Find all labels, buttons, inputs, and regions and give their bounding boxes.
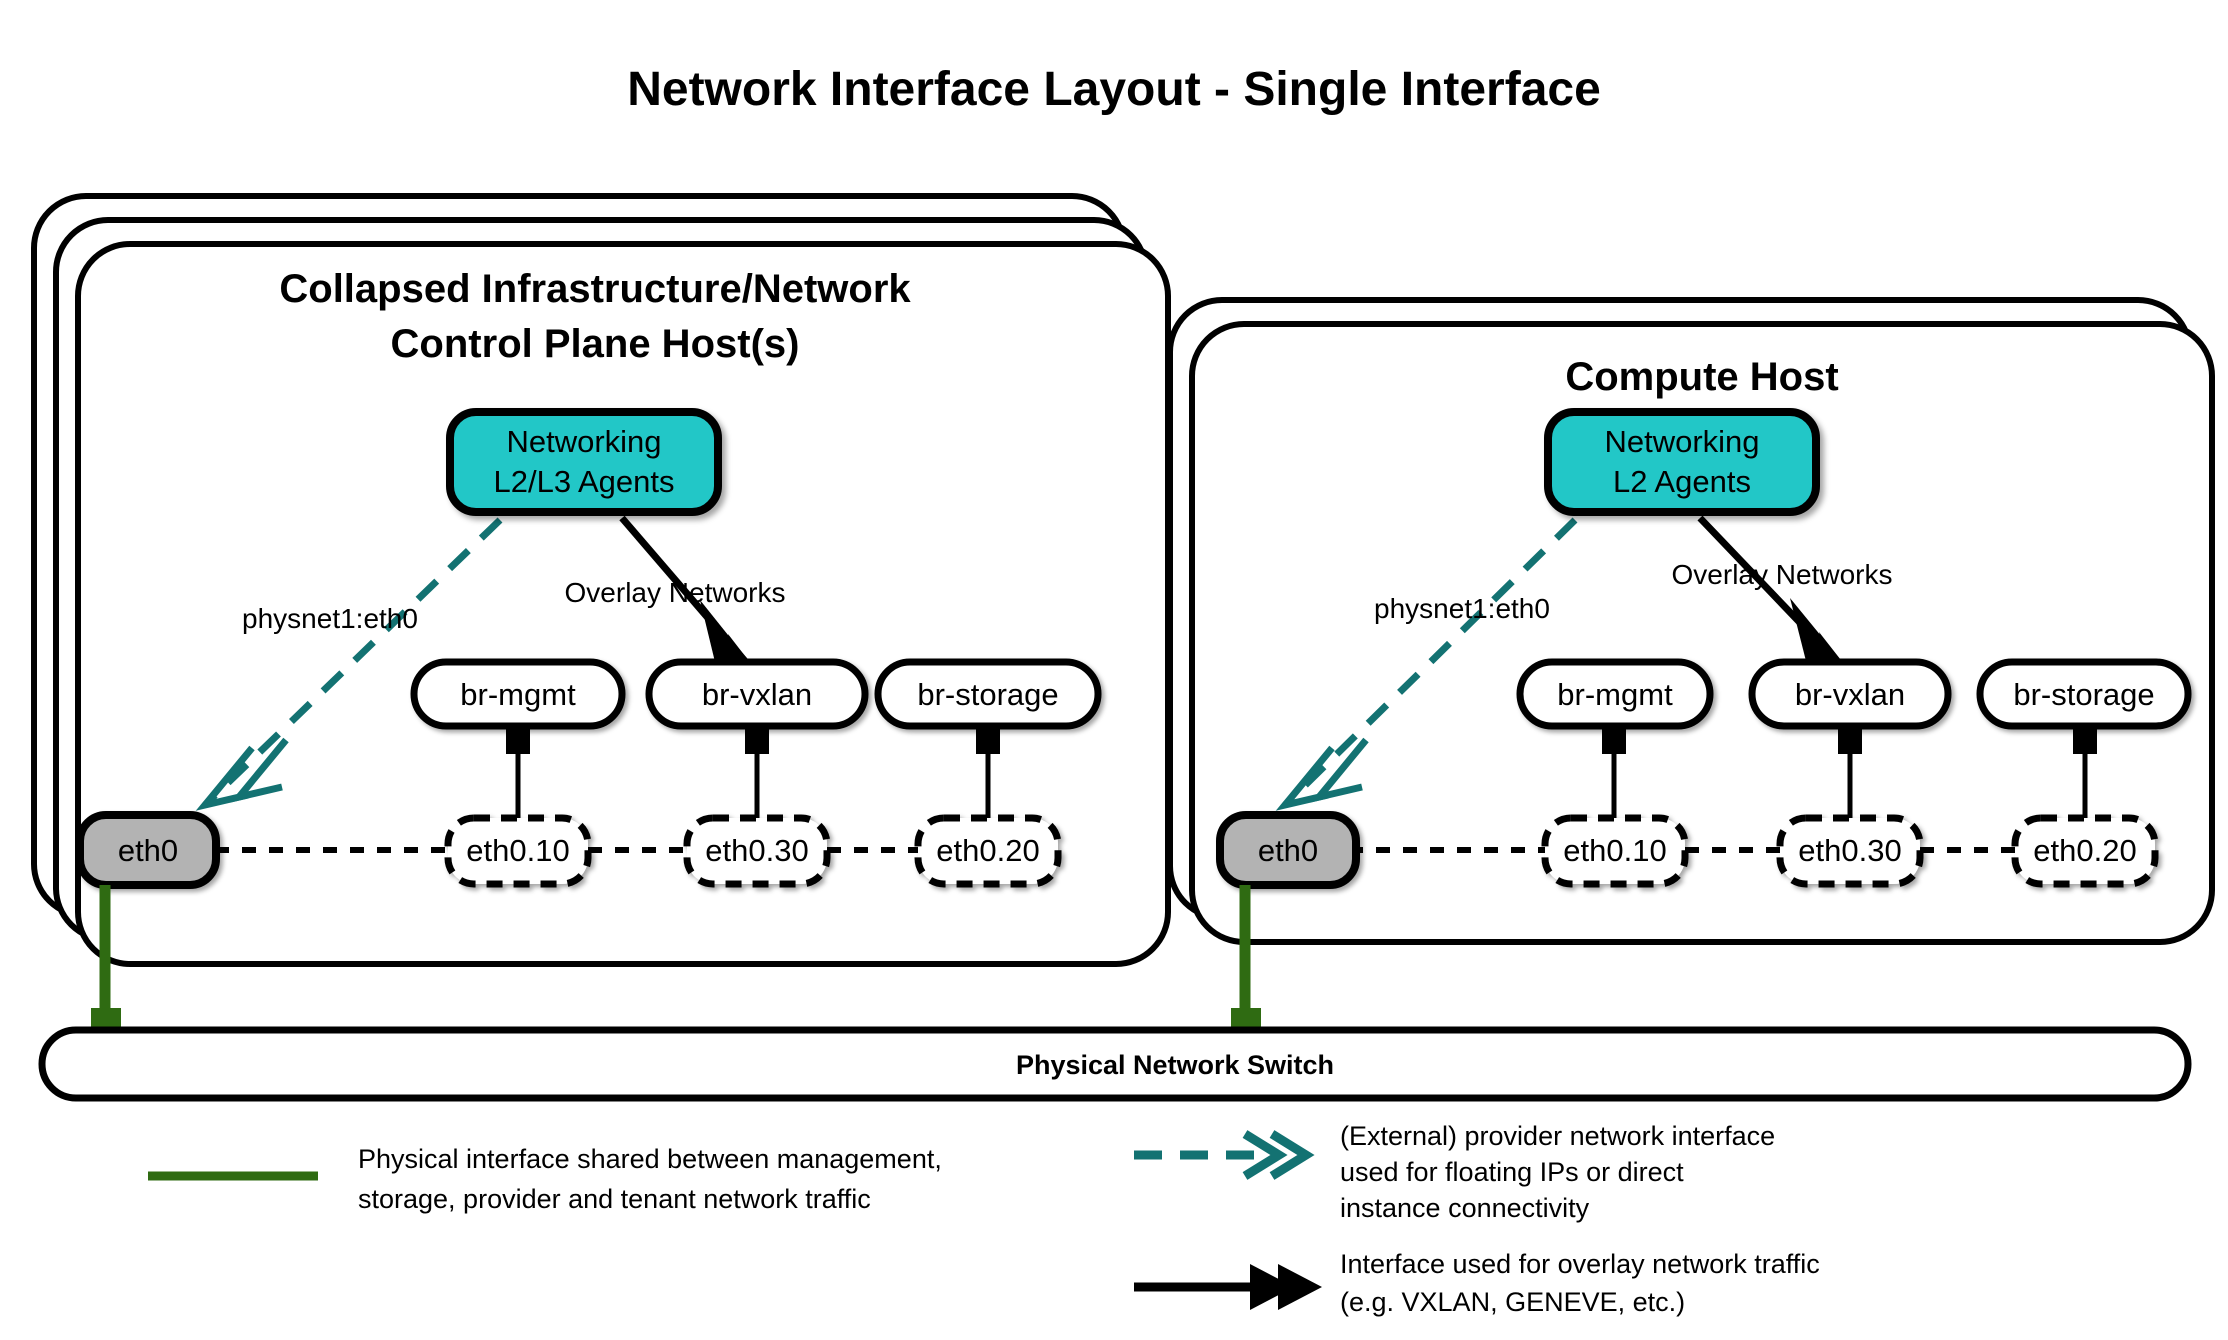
bridge-label: br-vxlan: [1795, 677, 1905, 712]
networking-agents-label-line2: L2 Agents: [1613, 464, 1751, 499]
legend-text-line: instance connectivity: [1340, 1193, 1590, 1223]
provider-network-link: [1282, 517, 1578, 808]
bridge-br-vxlan[interactable]: [645, 658, 869, 730]
provider-arrowhead-icon: [1275, 737, 1369, 811]
overlay-network-label: Overlay Networks: [565, 577, 786, 608]
legend-text-line: (External) provider network interface: [1340, 1121, 1775, 1151]
vlan-eth0-10[interactable]: [1541, 814, 1689, 888]
overlay-network-label: Overlay Networks: [1672, 559, 1893, 590]
host-stack-layer-front: [1189, 321, 2215, 945]
vlan-label: eth0.30: [1798, 833, 1901, 868]
nic-label: eth0: [118, 833, 178, 868]
legend-text-line: Interface used for overlay network traff…: [1340, 1249, 1820, 1279]
bridge-br-mgmt[interactable]: [410, 658, 626, 730]
bridge-br-storage[interactable]: [874, 658, 1102, 730]
host-title-line1: Collapsed Infrastructure/Network: [279, 267, 911, 311]
legend-item-provider-interface: (External) provider network interface us…: [1134, 1121, 1775, 1223]
provider-network-link: [202, 517, 503, 808]
vlan-eth0-10[interactable]: [444, 814, 592, 888]
legend-text-line: Physical interface shared between manage…: [358, 1144, 942, 1174]
bridge-label: br-vxlan: [702, 677, 812, 712]
vlan-eth0-30[interactable]: [683, 814, 831, 888]
legend-text-line: (e.g. VXLAN, GENEVE, etc.): [1340, 1287, 1685, 1317]
bridge-label: br-mgmt: [1557, 677, 1673, 712]
host-title-line2: Control Plane Host(s): [391, 322, 800, 366]
bridge-label: br-storage: [917, 677, 1058, 712]
bridge-label: br-storage: [2013, 677, 2154, 712]
physical-network-switch-label: Physical Network Switch: [1016, 1050, 1334, 1080]
bridge-br-mgmt[interactable]: [1516, 658, 1714, 730]
legend-overlay-arrowhead-icon: [1250, 1264, 1322, 1310]
vlan-label: eth0.20: [2033, 833, 2136, 868]
physical-network-switch[interactable]: [38, 1026, 2192, 1102]
legend-item-physical-interface: Physical interface shared between manage…: [148, 1144, 942, 1214]
host-compute-host: Compute Host physnet1:eth0 Overlay Netwo…: [1167, 297, 2215, 1048]
bridge-label: br-mgmt: [460, 677, 576, 712]
networking-agents-label-line1: Networking: [1604, 424, 1759, 459]
vlan-eth0-20[interactable]: [914, 814, 1062, 888]
legend-text-line: storage, provider and tenant network tra…: [358, 1184, 871, 1214]
networking-agents-label-line1: Networking: [506, 424, 661, 459]
vlan-label: eth0.20: [936, 833, 1039, 868]
bridge-br-storage[interactable]: [1976, 658, 2192, 730]
nic-label: eth0: [1258, 833, 1318, 868]
networking-agents-box[interactable]: [446, 408, 722, 516]
legend-text-line: used for floating IPs or direct: [1340, 1157, 1684, 1187]
provider-network-label: physnet1:eth0: [242, 603, 418, 634]
vlan-label: eth0.10: [466, 833, 569, 868]
vlan-label: eth0.10: [1563, 833, 1666, 868]
vlan-label: eth0.30: [705, 833, 808, 868]
nic-eth0[interactable]: [76, 811, 220, 889]
legend: Physical interface shared between manage…: [148, 1121, 1820, 1317]
legend-provider-arrowhead-icon: [1242, 1130, 1315, 1180]
vlan-eth0-30[interactable]: [1776, 814, 1924, 888]
legend-item-overlay-interface: Interface used for overlay network traff…: [1134, 1249, 1820, 1317]
provider-arrowhead-icon: [195, 737, 289, 811]
nic-eth0[interactable]: [1216, 811, 1360, 889]
page-title: Network Interface Layout - Single Interf…: [627, 63, 1601, 116]
bridge-br-vxlan[interactable]: [1748, 658, 1952, 730]
networking-agents-label-line2: L2/L3 Agents: [494, 464, 675, 499]
provider-network-label: physnet1:eth0: [1374, 593, 1550, 624]
host-control-plane-host: Collapsed Infrastructure/Network Control…: [31, 193, 1171, 1048]
vlan-eth0-20[interactable]: [2011, 814, 2159, 888]
networking-agents-box[interactable]: [1544, 408, 1820, 516]
host-title-line1: Compute Host: [1565, 355, 1838, 399]
